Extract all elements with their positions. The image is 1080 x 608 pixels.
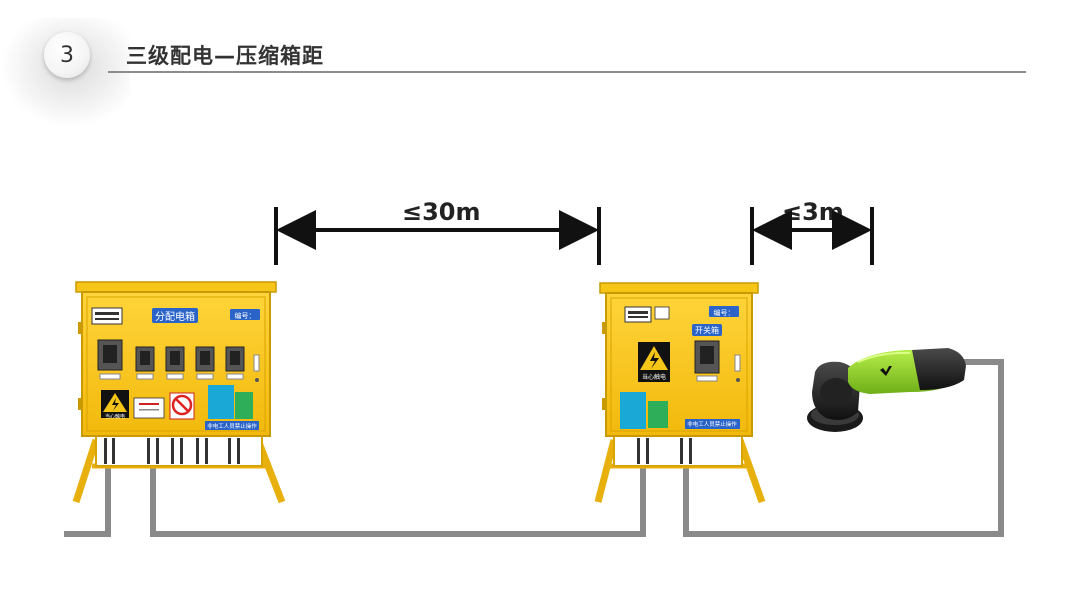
distribution-box: 分配电箱 编号： 当心触电 bbox=[72, 281, 286, 504]
cables bbox=[64, 359, 1004, 537]
switch-box-number: 编号： bbox=[714, 308, 735, 317]
dist-box-bottom-notice: 非电工人员禁止操作 bbox=[207, 422, 257, 430]
dist-box-warning-text: 当心触电 bbox=[105, 413, 125, 420]
angle-grinder-icon bbox=[807, 348, 966, 432]
switch-box-title: 开关箱 bbox=[695, 325, 719, 335]
dist-box-no-switch-icon bbox=[169, 392, 195, 420]
dimension-30m bbox=[274, 207, 601, 265]
title-divider bbox=[108, 71, 1026, 73]
page-title: 三级配电—压缩箱距 bbox=[126, 44, 324, 68]
dist-box-title: 分配电箱 bbox=[155, 310, 195, 323]
dimension-3m bbox=[750, 207, 874, 265]
section-number-badge: 3 bbox=[44, 32, 90, 78]
switch-box: 编号： 开关箱 当心触电 非电工人员禁止操作 bbox=[594, 282, 766, 504]
switch-box-warning-text: 当心触电 bbox=[642, 373, 666, 381]
dist-box-breakers bbox=[97, 339, 245, 380]
switch-box-bottom-notice: 非电工人员禁止操作 bbox=[687, 420, 737, 428]
section-number: 3 bbox=[60, 42, 74, 68]
dist-box-warning-icon bbox=[101, 390, 129, 418]
dist-box-number: 编号： bbox=[235, 311, 256, 320]
switch-box-warning-icon bbox=[638, 342, 670, 382]
